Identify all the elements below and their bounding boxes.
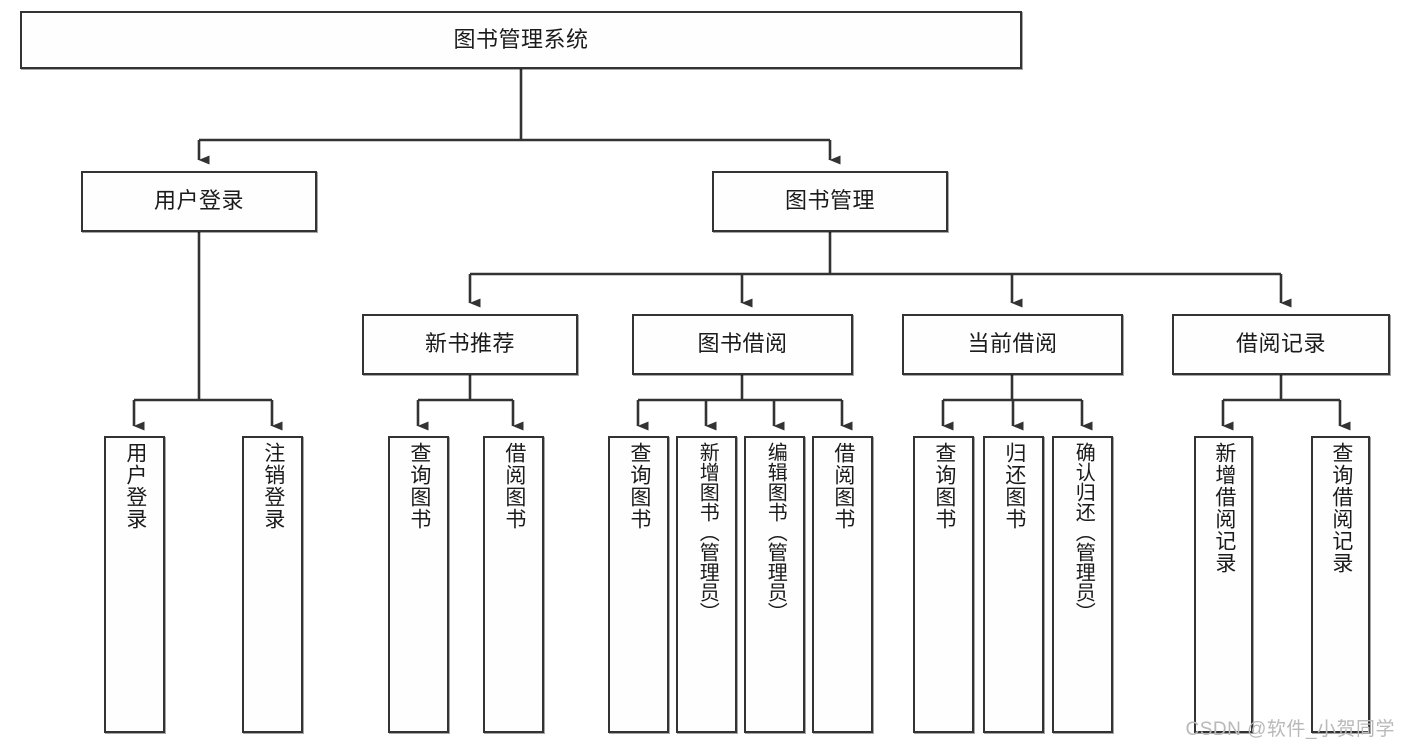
node-label: 借阅记录 — [1235, 331, 1326, 357]
leaf-node-leaf-user-login[interactable]: 用户登录 — [104, 436, 165, 733]
leaf-node-leaf-add-book[interactable]: 新增图书（管理员） — [676, 436, 737, 733]
node-label: 编辑图书（管理员） — [764, 442, 787, 622]
leaf-node-leaf-borrow-book-1[interactable]: 借阅图书 — [483, 436, 544, 733]
leaf-node-leaf-user-logout[interactable]: 注销登录 — [242, 436, 303, 733]
root-node-title[interactable]: 图书管理系统 — [20, 11, 1022, 69]
node-label: 查询图书 — [627, 442, 651, 530]
leaf-node-leaf-query-book-3[interactable]: 查询图书 — [913, 436, 974, 733]
node-label: 归还图书 — [1002, 442, 1026, 530]
node-label: 注销登录 — [261, 442, 285, 530]
leaf-node-leaf-return-book[interactable]: 归还图书 — [983, 436, 1044, 733]
level3-node-borrow-record[interactable]: 借阅记录 — [1172, 314, 1390, 375]
level3-node-new-book-recommend[interactable]: 新书推荐 — [362, 314, 578, 375]
node-label: 查询图书 — [932, 442, 956, 530]
level2-node-book-management[interactable]: 图书管理 — [712, 171, 948, 232]
node-label: 新增借阅记录 — [1212, 442, 1236, 574]
node-label: 借阅图书 — [502, 442, 526, 530]
leaf-node-leaf-add-record[interactable]: 新增借阅记录 — [1194, 436, 1253, 733]
node-label: 借阅图书 — [831, 442, 855, 530]
level2-node-user-login[interactable]: 用户登录 — [81, 171, 317, 232]
leaf-node-leaf-query-book-2[interactable]: 查询图书 — [608, 436, 669, 733]
level3-node-current-borrow[interactable]: 当前借阅 — [902, 314, 1123, 375]
node-label: 图书借阅 — [697, 331, 788, 357]
node-label: 用户登录 — [123, 442, 147, 530]
leaf-node-leaf-edit-book[interactable]: 编辑图书（管理员） — [744, 436, 805, 733]
leaf-node-leaf-confirm-return[interactable]: 确认归还（管理员） — [1052, 436, 1113, 733]
level3-node-book-borrow[interactable]: 图书借阅 — [632, 314, 853, 375]
watermark-text: CSDN @软件_小贺同学 — [1185, 719, 1395, 740]
leaf-node-leaf-query-book-1[interactable]: 查询图书 — [388, 436, 449, 733]
node-label: 当前借阅 — [967, 331, 1058, 357]
node-label: 图书管理系统 — [453, 26, 589, 52]
node-label: 查询图书 — [407, 442, 431, 530]
node-label: 用户登录 — [153, 188, 244, 214]
leaf-node-leaf-query-record[interactable]: 查询借阅记录 — [1311, 436, 1370, 733]
node-label: 图书管理 — [784, 188, 875, 214]
node-label: 确认归还（管理员） — [1072, 442, 1095, 622]
node-label: 新增图书（管理员） — [696, 442, 719, 622]
node-label: 查询借阅记录 — [1329, 442, 1353, 574]
node-label: 新书推荐 — [424, 331, 515, 357]
leaf-node-leaf-borrow-book-2[interactable]: 借阅图书 — [812, 436, 873, 733]
